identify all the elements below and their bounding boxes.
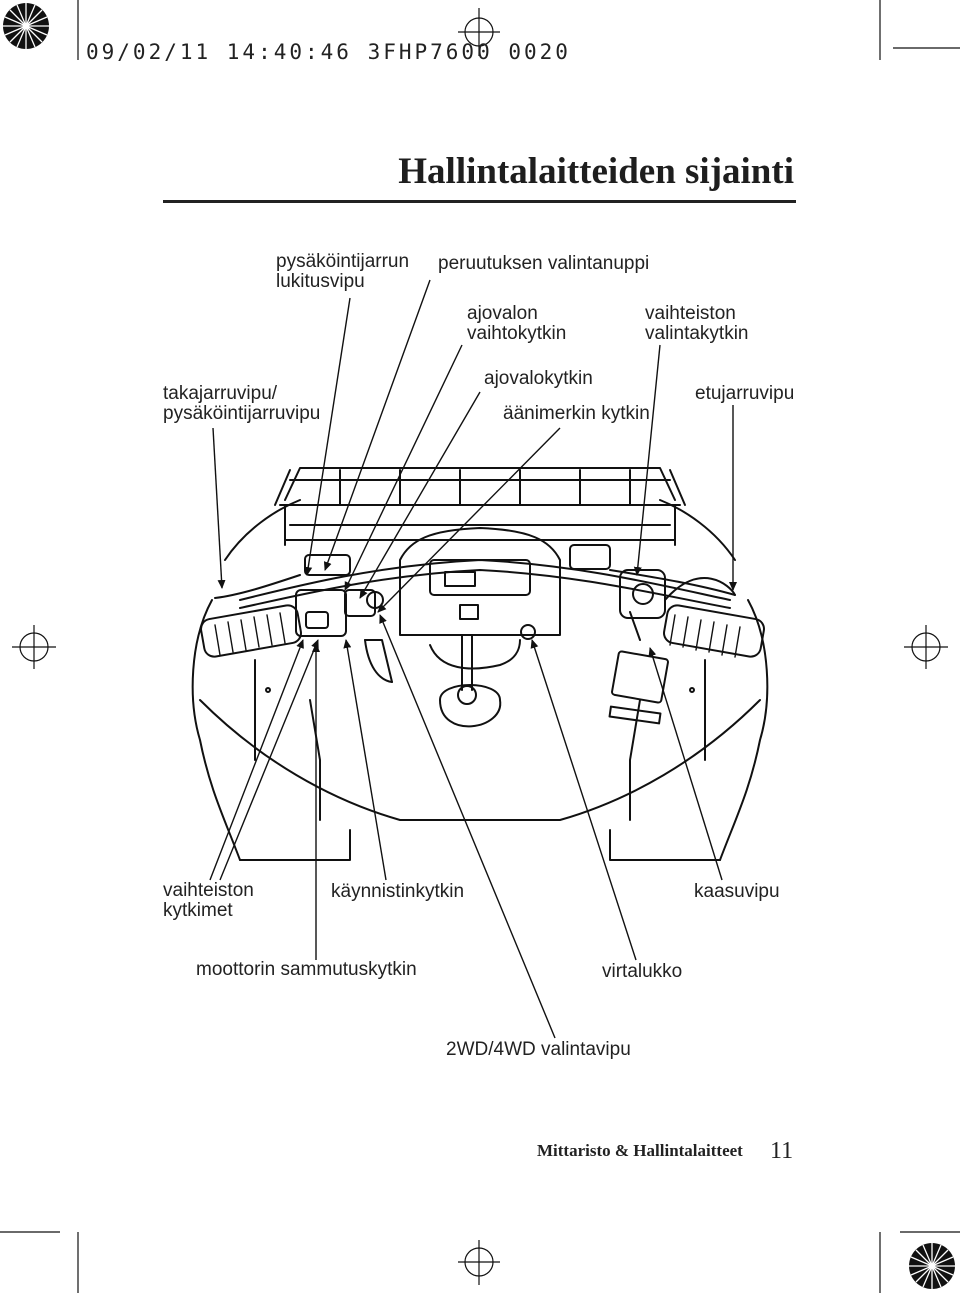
footer-section-title: Mittaristo & Hallintalaitteet [537,1141,743,1160]
registration-target-right [904,625,948,669]
registration-target-top [458,8,500,56]
label-headlight-switch: ajovalokytkin [484,368,593,389]
label-ignition-switch: virtalukko [602,961,683,982]
label-throttle-lever: kaasuvipu [694,881,780,902]
label-drive-selector: 2WD/4WD valintavipu [446,1039,631,1060]
sunburst-mark-bottom-right [909,1243,955,1289]
label-gear-selector-switch: vaihteiston valintakytkin [645,303,749,344]
page-title: Hallintalaitteiden sijainti [398,151,794,192]
label-headlight-dimmer: ajovalon vaihtokytkin [467,303,567,344]
label-start-button: käynnistinkytkin [331,881,465,902]
registration-target-left [12,625,56,669]
label-parking-brake-lock: pysäköintijarrun lukitusvipu [276,251,410,292]
label-rear-brake-lever: takajarruvipu/ pysäköintijarruvipu [163,383,321,424]
label-front-brake-lever: etujarruvipu [695,383,795,404]
callout-leader-lines [209,279,737,1039]
title-rule [163,200,796,203]
label-engine-stop-switch: moottorin sammutuskytkin [196,959,417,980]
registration-target-bottom [458,1240,500,1285]
print-job-code: 09/02/11 14:40:46 3FHP7600 0020 [86,40,571,64]
page-number: 11 [770,1138,794,1164]
label-reverse-selector: peruutuksen valintanuppi [438,253,650,274]
atv-handlebar-drawing [191,467,769,861]
label-shift-switches: vaihteiston kytkimet [163,880,254,921]
sunburst-mark-top-left [3,3,49,49]
label-horn-button: äänimerkin kytkin [503,403,650,424]
